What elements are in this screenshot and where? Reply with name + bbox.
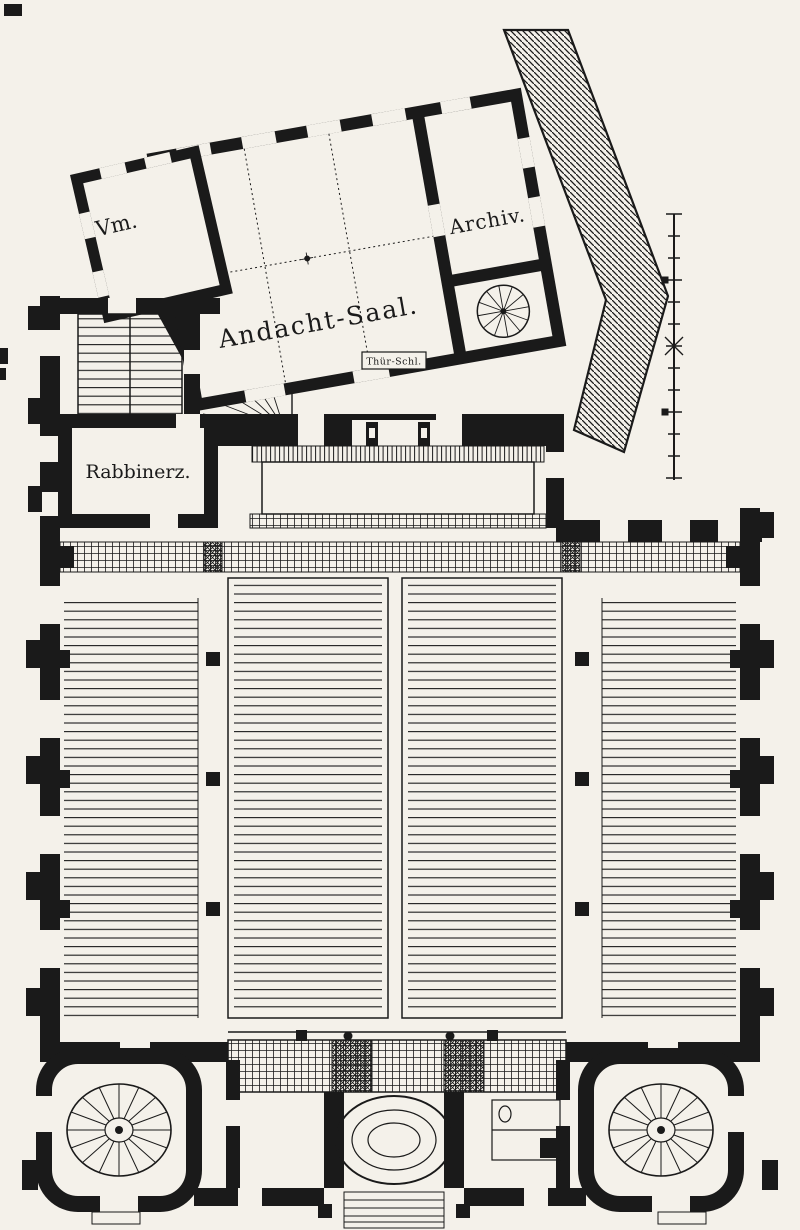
ark-columns: [366, 422, 430, 446]
room-vm: Vm.: [69, 145, 233, 324]
scale-bar: [661, 213, 684, 480]
stair-hall: [60, 298, 220, 436]
room-label-rabbinerzimmer: Rabbinerz.: [85, 461, 190, 483]
room-rabbinerzimmer: Rabbinerz.: [58, 414, 218, 528]
scale-bar-star: [664, 336, 684, 356]
vestibule-band: [60, 1039, 740, 1093]
door-note-label: Thür-Schl.: [366, 357, 421, 368]
stair-tower-left: [32, 1048, 202, 1214]
print-artifacts: [0, 4, 22, 380]
ground-corridor: [226, 1060, 570, 1192]
apse-junction: [218, 414, 564, 529]
stair-tower-right: [578, 1048, 750, 1214]
pew-banks: [64, 577, 736, 1019]
bottom-facade: [91, 1188, 707, 1229]
door-note: Thür-Schl.: [361, 351, 427, 370]
service-rooms: [491, 1099, 561, 1161]
hall-platform-band: [59, 541, 741, 573]
entrance-steps: [91, 1191, 707, 1229]
left-exterior-wall: [26, 296, 60, 1062]
adjacent-building-hatched-area: [502, 28, 670, 454]
main-hall-walls: [556, 508, 774, 1062]
pew-bank-center-right: [401, 577, 563, 1019]
wing-andacht-saal: Andacht-Saal. Archiv.: [146, 87, 567, 412]
pew-bank-right-outer: [602, 598, 736, 1018]
ceiling-boss: [301, 252, 314, 265]
hall-columns: [60, 650, 740, 918]
entrance-vestibule: [324, 1092, 464, 1188]
ceiling-dashed-lines: [181, 133, 434, 384]
pew-bank-center-left: [227, 577, 389, 1019]
tower-buttresses: [22, 1160, 778, 1190]
pew-bank-left-outer: [64, 598, 198, 1018]
hall-step-line: [228, 1030, 566, 1041]
